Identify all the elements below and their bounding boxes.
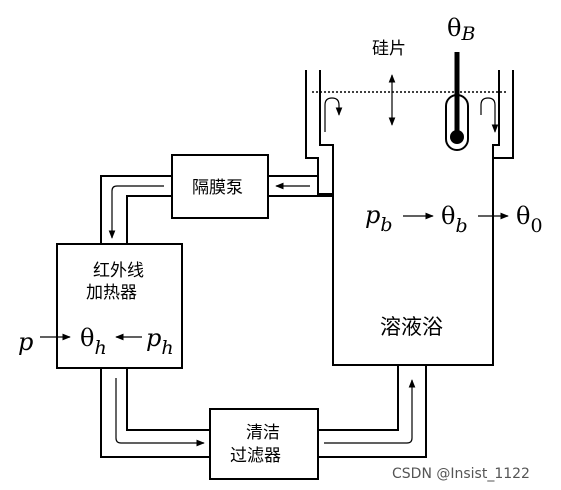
filter-box	[209, 408, 319, 480]
p-h-label: ph	[146, 324, 174, 359]
ir-heater-box	[56, 243, 183, 369]
ir-heater-label-1: 红外线	[93, 261, 144, 281]
diaphragm-pump-label: 隔膜泵	[192, 178, 243, 198]
theta-0-label: θ0	[516, 202, 543, 237]
bath-tank	[305, 70, 514, 366]
ir-heater-label-2: 加热器	[86, 283, 137, 303]
theta-b-label: θb	[441, 202, 468, 237]
thermometer-icon	[445, 52, 469, 151]
watermark: CSDN @Insist_1122	[392, 466, 530, 482]
filter-label-2: 过滤器	[230, 446, 281, 466]
solution-bath-label: 溶液浴	[380, 315, 443, 339]
p-input-label: p	[18, 328, 33, 356]
theta-B-label: θB	[447, 14, 475, 45]
filter-label-1: 清洁	[246, 423, 280, 443]
diaphragm-pump-box	[171, 154, 269, 219]
silicon-wafer-label: 硅片	[372, 39, 406, 59]
theta-h-label: θh	[80, 324, 107, 359]
p-b-label: pb	[365, 201, 393, 236]
